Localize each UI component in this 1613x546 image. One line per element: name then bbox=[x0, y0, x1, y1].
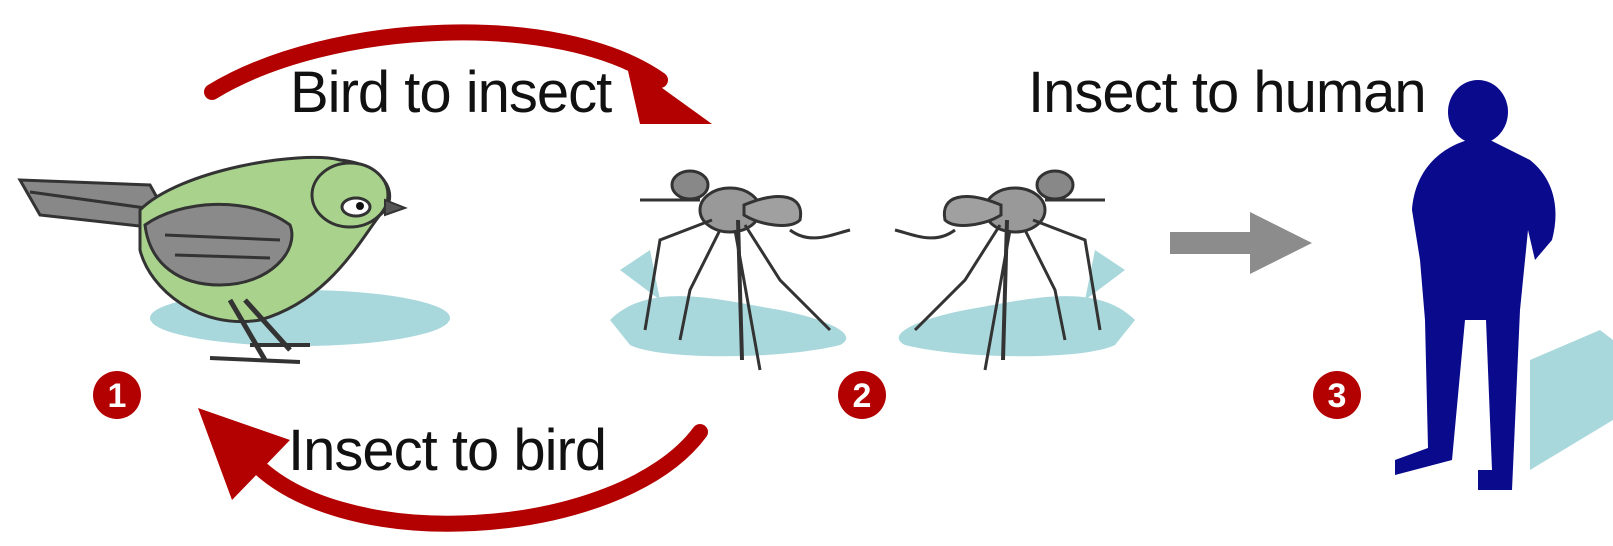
arrow-right-icon bbox=[1170, 212, 1312, 274]
svg-text:3: 3 bbox=[1328, 377, 1347, 415]
svg-text:2: 2 bbox=[853, 377, 872, 415]
mosquito-icon bbox=[610, 171, 850, 370]
svg-text:1: 1 bbox=[108, 377, 127, 415]
step-3-badge: 3 bbox=[1313, 371, 1361, 419]
step-2-badge: 2 bbox=[838, 371, 886, 419]
mosquito-icon bbox=[895, 171, 1135, 370]
insect-to-bird-label: Insect to bird bbox=[288, 418, 606, 483]
human-silhouette-icon bbox=[1395, 80, 1613, 490]
insect-to-human-label: Insect to human bbox=[1028, 60, 1426, 125]
bird-to-insect-label: Bird to insect bbox=[290, 60, 612, 125]
step-1-badge: 1 bbox=[93, 371, 141, 419]
bird-icon bbox=[20, 157, 450, 362]
